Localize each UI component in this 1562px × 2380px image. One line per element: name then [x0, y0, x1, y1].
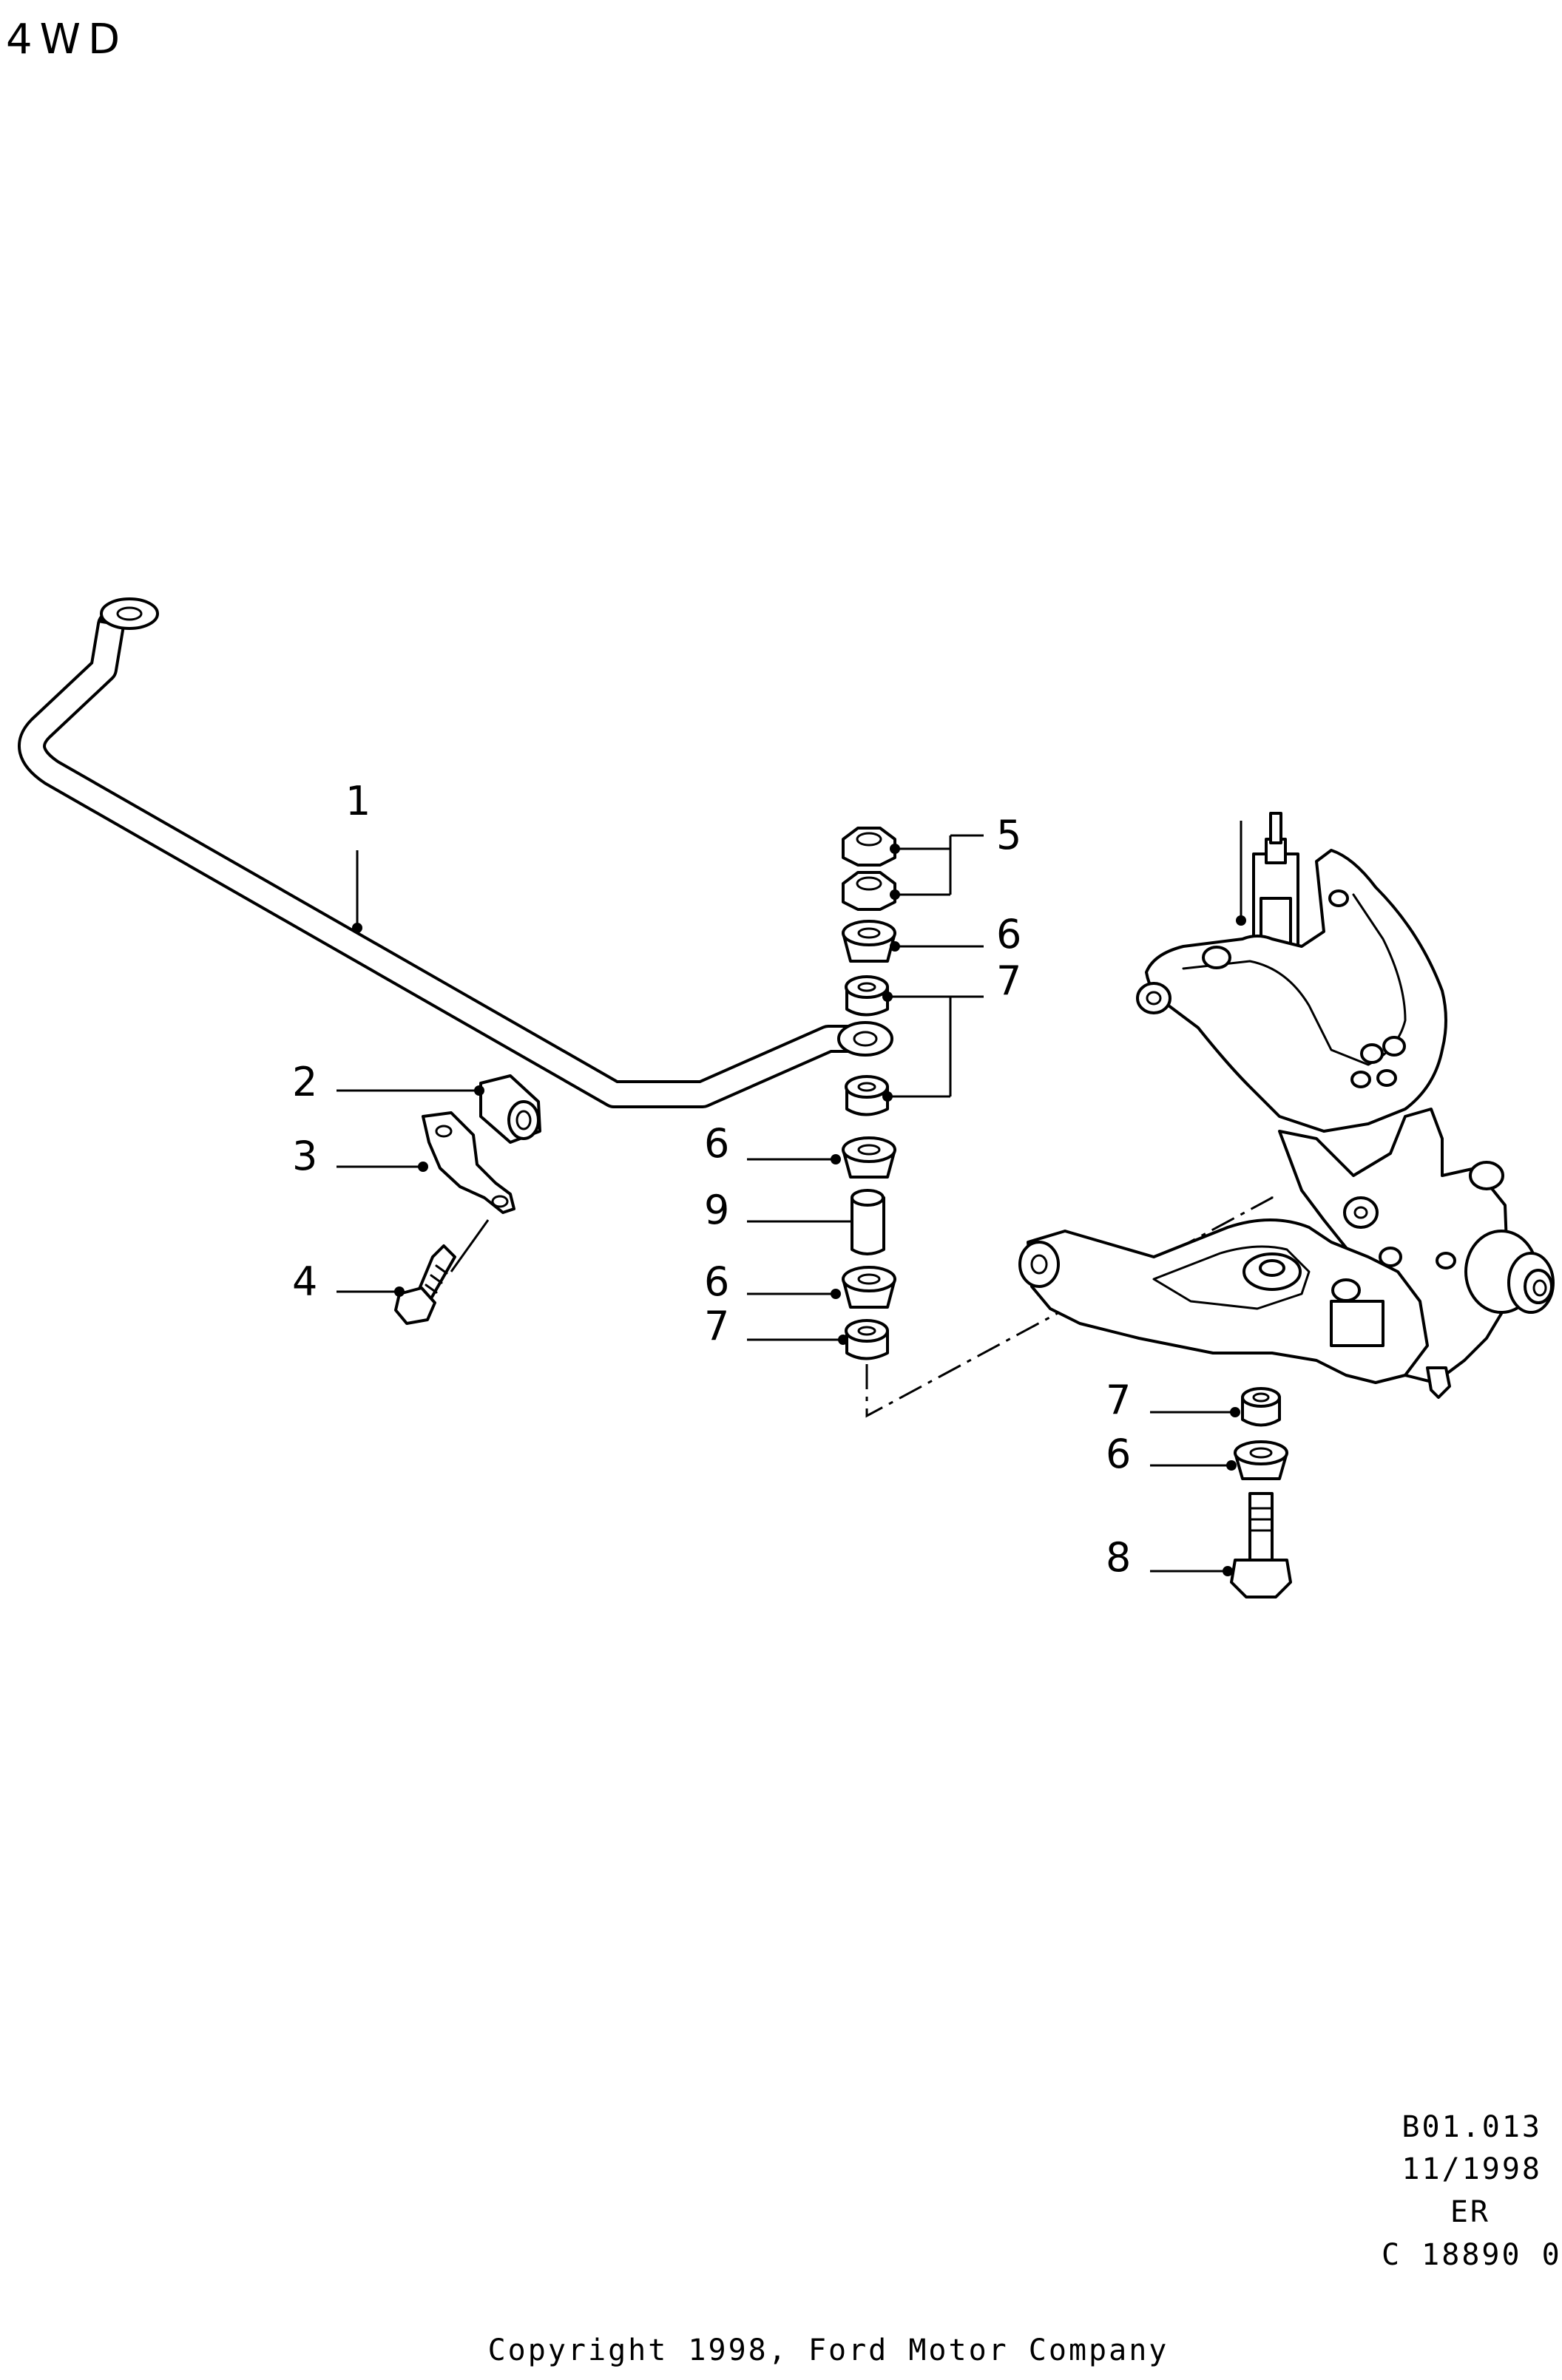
diagram-title: 4WD — [6, 16, 127, 64]
stabilizer-bar — [18, 597, 893, 1108]
bush-right — [1241, 1387, 1281, 1427]
callout-2: 2 — [292, 1059, 317, 1105]
callout-9: 9 — [704, 1187, 729, 1233]
washer-middle — [842, 1136, 896, 1179]
callout-6-middle: 6 — [704, 1120, 729, 1167]
callout-8: 8 — [1106, 1534, 1131, 1581]
callout-7-upper: 7 — [996, 957, 1021, 1004]
washer-upper — [842, 920, 896, 963]
reference-date: 11/1998 — [1402, 2152, 1542, 2186]
callout-3: 3 — [292, 1133, 317, 1179]
spacer-sleeve — [851, 1189, 885, 1255]
callout-7-lower: 7 — [704, 1303, 729, 1349]
bush-lower — [845, 1319, 889, 1360]
callout-6-upper: 6 — [996, 911, 1021, 957]
callout-6-lower: 6 — [704, 1258, 729, 1305]
bracket-bolt — [394, 1244, 456, 1325]
stabilizer-bushing — [479, 1074, 541, 1144]
bushing-bracket — [422, 1111, 515, 1272]
copyright: Copyright 1998, Ford Motor Company — [488, 2333, 1169, 2367]
nut-upper — [842, 827, 896, 867]
bush-upper-1 — [845, 975, 889, 1017]
callout-4: 4 — [292, 1258, 317, 1305]
callout-6-right: 6 — [1106, 1431, 1131, 1477]
suspension-assembly — [1018, 812, 1555, 1399]
reference-number: C 18890 01 — [1382, 2238, 1562, 2272]
reference-region: ER — [1450, 2195, 1490, 2229]
nut-lower — [842, 871, 896, 911]
callouts: 1 2 3 4 5 6 7 6 9 6 7 7 6 8 — [292, 778, 1131, 1581]
callout-5: 5 — [996, 812, 1021, 858]
bush-upper-2 — [845, 1075, 889, 1116]
reference-block: B01.013 11/1998 ER C 18890 01 — [1382, 2110, 1562, 2272]
link-bolt — [1230, 1492, 1292, 1598]
callout-1: 1 — [345, 778, 371, 824]
washer-lower — [842, 1266, 896, 1309]
leader-lines — [337, 834, 1240, 1576]
reference-code: B01.013 — [1402, 2110, 1542, 2144]
callout-7-right: 7 — [1106, 1377, 1131, 1423]
washer-right — [1234, 1440, 1288, 1480]
